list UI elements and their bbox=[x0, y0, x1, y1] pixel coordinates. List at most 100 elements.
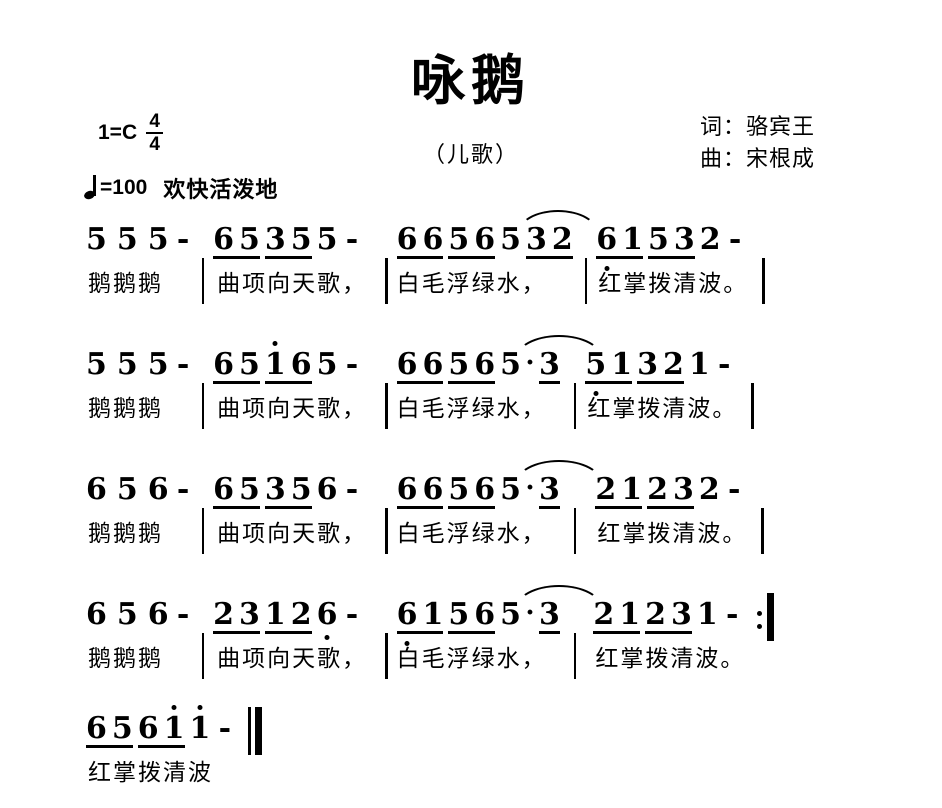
beam-group: 6 1 bbox=[137, 705, 185, 753]
note: 5 bbox=[116, 472, 138, 507]
note: 3 bbox=[526, 222, 547, 257]
barline bbox=[201, 258, 205, 304]
note: 2 bbox=[645, 597, 666, 632]
augmentation-dot: · bbox=[524, 596, 535, 629]
lyric-row: 白毛浮绿水， bbox=[397, 389, 560, 429]
note: 5 bbox=[111, 711, 133, 746]
tempo-value: =100 bbox=[100, 176, 148, 199]
quarter-note-icon bbox=[82, 175, 97, 201]
note: 6 bbox=[213, 472, 234, 507]
note: 5 bbox=[316, 347, 338, 382]
measure: 2 3 1 2 6 - bbox=[213, 593, 367, 679]
beam-group: 1 2 bbox=[264, 600, 312, 639]
note: 1 bbox=[164, 705, 185, 753]
note-row: 6 1 5 6 5 · 3 bbox=[396, 585, 603, 646]
measure: 2 1 2 3 1 - bbox=[585, 593, 745, 679]
note: 3 bbox=[673, 472, 694, 507]
note: 6 bbox=[474, 347, 496, 382]
page-title: 咏鹅 bbox=[411, 48, 531, 112]
note: 5 bbox=[147, 222, 169, 257]
measure: 6 6 5 6 5 · 3 bbox=[396, 460, 603, 554]
octave-dot-low-icon bbox=[604, 266, 610, 271]
lyric-text: 鹅鹅鹅 bbox=[88, 521, 163, 547]
lyric-row: 白毛浮绿水， bbox=[397, 639, 560, 679]
note: 5 bbox=[500, 597, 521, 632]
lyric-text: 曲项向天歌， bbox=[217, 396, 368, 422]
note: 5 bbox=[448, 222, 470, 257]
beam-group: 5 3 bbox=[648, 225, 695, 264]
time-signature-numerator: 4 bbox=[149, 111, 160, 132]
staff-line-5: 6 5 6 1 1 - bbox=[0, 705, 942, 803]
note-row: 6 6 5 6 5 · 3 bbox=[396, 460, 603, 514]
lyric-row: 白毛浮绿水， bbox=[397, 264, 573, 304]
lyric-text: 曲项向天歌， bbox=[217, 521, 368, 547]
note: 5 bbox=[500, 222, 521, 257]
augmentation-dot: · bbox=[524, 471, 535, 504]
lyric-row: 红掌拨清波。 bbox=[585, 389, 737, 429]
note-row: 6 1 5 3 2 - bbox=[596, 218, 748, 271]
barline bbox=[201, 383, 205, 429]
beam-group: 2 3 bbox=[213, 600, 260, 639]
note: 6 bbox=[396, 222, 418, 257]
note: 5 bbox=[500, 347, 521, 382]
note: 5 bbox=[116, 347, 138, 382]
barline bbox=[573, 633, 577, 679]
note: 2 bbox=[699, 222, 721, 257]
lyric-row: 曲项向天歌， bbox=[213, 264, 367, 304]
octave-dot-low-icon bbox=[324, 635, 330, 640]
beam-group: 6 6 bbox=[396, 350, 444, 389]
note: 6 bbox=[474, 472, 496, 507]
page-subtitle: （儿歌） bbox=[422, 143, 519, 168]
note: 1 bbox=[611, 347, 633, 382]
note: 2 bbox=[593, 597, 615, 632]
note: 3 bbox=[264, 472, 286, 507]
barline bbox=[385, 258, 388, 304]
barline bbox=[385, 633, 388, 679]
note: 5 bbox=[239, 347, 260, 382]
note-sustain-dash: - bbox=[176, 222, 190, 257]
lyric-row: 红掌拨清波。 bbox=[585, 514, 747, 554]
measure: 5 5 5 - 鹅鹅鹅 bbox=[86, 218, 193, 304]
tempo-block: =100 欢快活泼地 bbox=[82, 172, 279, 204]
note: 2 bbox=[595, 472, 617, 507]
barline bbox=[761, 508, 764, 554]
note: 5 bbox=[290, 222, 312, 257]
note: 6 bbox=[396, 472, 418, 507]
measure: 6 1 5 6 5 · 3 bbox=[396, 585, 603, 679]
note: 5 bbox=[116, 597, 138, 632]
slur bbox=[514, 335, 603, 359]
staff-line-2: 5 5 5 - 鹅鹅鹅 6 bbox=[0, 335, 942, 439]
note: 5 bbox=[116, 222, 138, 257]
measure: 5 1 3 2 1 - bbox=[585, 343, 737, 429]
measure: 6 6 5 6 5 3 bbox=[396, 210, 599, 304]
note: 1 bbox=[696, 597, 718, 632]
octave-dot-low-icon bbox=[593, 391, 599, 396]
note-sustain-dash: - bbox=[345, 222, 359, 257]
beam-group: 6 5 bbox=[213, 225, 260, 264]
barline bbox=[201, 508, 205, 554]
note-row: 5 1 3 2 1 - bbox=[585, 343, 737, 396]
final-barline bbox=[248, 707, 263, 755]
slur bbox=[516, 210, 599, 234]
beam-group: 5 6 bbox=[448, 600, 496, 639]
note-sustain-dash: - bbox=[718, 347, 731, 382]
beam-group: 2 3 bbox=[645, 600, 692, 639]
note: 3 bbox=[539, 597, 560, 632]
note: 5 bbox=[147, 347, 169, 382]
note-sustain-dash: - bbox=[728, 222, 742, 257]
lyric-row: 红掌拨清波。 bbox=[585, 639, 745, 679]
note: 5 bbox=[316, 222, 338, 257]
note-row: 6 6 5 6 5 · 3 bbox=[396, 335, 603, 389]
note: 3 bbox=[637, 347, 658, 382]
measure: 6 5 1 6 5 - bbox=[213, 341, 368, 429]
beam-group: 5 6 bbox=[448, 472, 496, 514]
note: 6 bbox=[474, 222, 496, 257]
note-row: 6 5 6 1 1 - bbox=[86, 705, 234, 753]
note-row: 2 1 2 3 1 - bbox=[585, 593, 745, 639]
barline bbox=[584, 258, 588, 304]
tempo-expression: 欢快活泼地 bbox=[163, 177, 279, 203]
lyric-row: 红掌拨清波 bbox=[86, 753, 234, 793]
barline bbox=[385, 383, 388, 429]
note-sustain-dash: - bbox=[176, 472, 190, 507]
